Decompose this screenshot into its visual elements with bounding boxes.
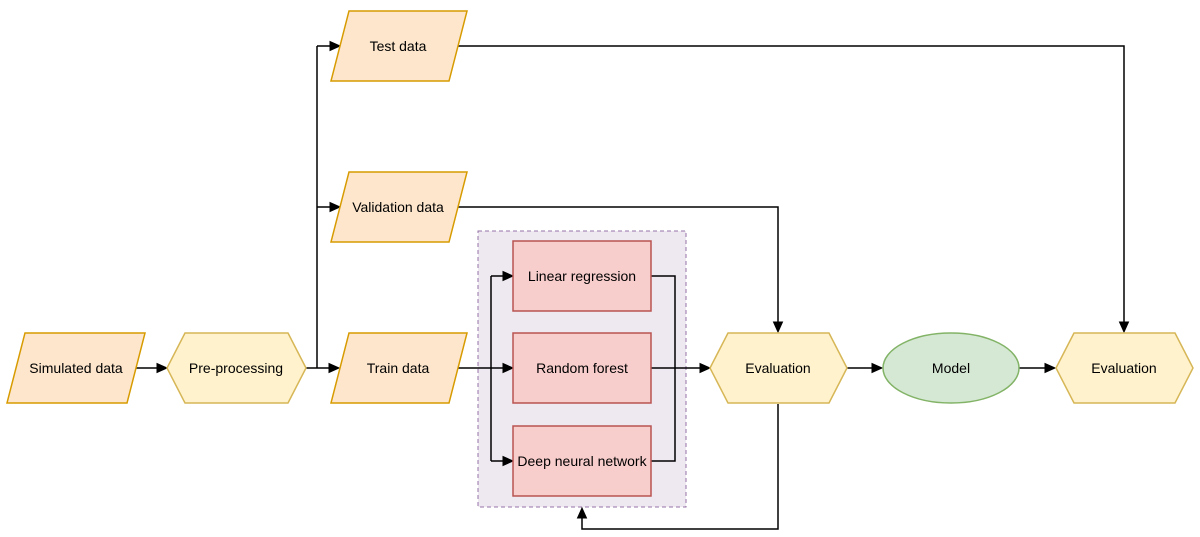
node-label: Linear regression bbox=[528, 268, 636, 284]
arrowhead bbox=[502, 362, 515, 374]
parallelogram-shape bbox=[6, 332, 146, 404]
node-linear-regression: Linear regression bbox=[512, 240, 652, 312]
node-evaluation-1: Evaluation bbox=[709, 332, 848, 404]
rectangle-shape bbox=[512, 332, 652, 404]
hexagon-shape bbox=[1055, 332, 1194, 404]
arrowhead bbox=[502, 455, 515, 467]
node-validation-data: Validation data bbox=[330, 171, 468, 243]
node-label: Deep neural network bbox=[517, 453, 647, 469]
arrowhead bbox=[502, 270, 515, 282]
node-simulated-data: Simulated data bbox=[6, 332, 146, 404]
node-random-forest: Random forest bbox=[512, 332, 652, 404]
arrowhead bbox=[156, 362, 169, 374]
node-deep-neural-network: Deep neural network bbox=[512, 425, 652, 497]
connectors bbox=[133, 40, 1130, 530]
arrowhead bbox=[871, 362, 884, 374]
hexagon-shape bbox=[709, 332, 848, 404]
edge-validation-to-evaluation-1 bbox=[457, 206, 779, 322]
node-label: Simulated data bbox=[29, 360, 123, 376]
node-label: Train data bbox=[367, 360, 430, 376]
node-evaluation-2: Evaluation bbox=[1055, 332, 1194, 404]
rectangle-shape bbox=[512, 240, 652, 312]
rectangle-shape bbox=[512, 425, 652, 497]
node-label: Random forest bbox=[536, 360, 628, 376]
node-label: Evaluation bbox=[1091, 360, 1156, 376]
parallelogram-shape bbox=[330, 332, 468, 404]
hexagon-shape bbox=[166, 332, 307, 404]
arrowhead bbox=[328, 362, 341, 374]
arrowhead bbox=[576, 506, 588, 519]
node-test-data: Test data bbox=[330, 10, 468, 82]
arrowhead bbox=[329, 201, 342, 213]
node-label: Pre-processing bbox=[189, 360, 283, 376]
node-train-data: Train data bbox=[330, 332, 468, 404]
node-label: Test data bbox=[370, 38, 427, 54]
arrowhead bbox=[772, 321, 784, 334]
parallelogram-shape bbox=[330, 10, 468, 82]
edge-test-to-evaluation-2 bbox=[457, 45, 1125, 322]
edge-evaluation-feedback bbox=[581, 404, 779, 530]
node-label: Model bbox=[932, 360, 970, 376]
arrowhead bbox=[329, 40, 342, 52]
parallelogram-shape bbox=[330, 171, 468, 243]
arrowhead bbox=[1044, 362, 1057, 374]
node-model: Model bbox=[882, 332, 1020, 404]
ellipse-shape bbox=[882, 332, 1020, 404]
node-label: Validation data bbox=[352, 199, 444, 215]
arrowhead bbox=[699, 362, 712, 374]
node-label: Evaluation bbox=[745, 360, 810, 376]
node-pre-processing: Pre-processing bbox=[166, 332, 307, 404]
arrowhead bbox=[1118, 321, 1130, 334]
